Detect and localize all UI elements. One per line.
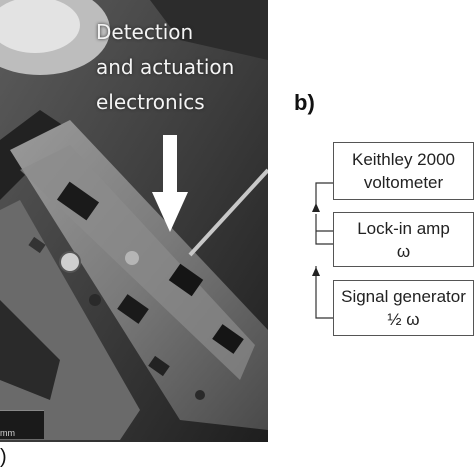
- block-line: Signal generator: [341, 287, 466, 306]
- photo-illustration: [0, 0, 268, 442]
- photo-caption-line: and actuation: [96, 55, 235, 79]
- arrow-up-icon: [312, 267, 320, 276]
- chip-component: [148, 355, 170, 377]
- round-component: [89, 294, 101, 306]
- scale-bar: [0, 410, 44, 439]
- electronics-photo: Detection and actuation electronics mm: [0, 0, 268, 442]
- keithley-voltmeter-block: Keithley 2000 voltometer: [333, 142, 474, 200]
- arrow-up-icon: [312, 203, 320, 212]
- round-component: [125, 251, 139, 265]
- chip-component: [168, 263, 204, 297]
- rail-shadow: [0, 300, 60, 400]
- wire-segment: [315, 274, 333, 319]
- block-line: Keithley 2000: [351, 150, 456, 169]
- chip-component: [56, 181, 100, 221]
- panel-a-label: ): [0, 446, 7, 468]
- block-line: Lock-in amp: [357, 219, 450, 238]
- block-line: voltometer: [363, 173, 444, 192]
- chip-component: [212, 324, 244, 354]
- cylinder-highlight: [0, 0, 80, 53]
- wire-segment: [315, 214, 333, 245]
- chip-component: [28, 236, 46, 254]
- wire-segment: [315, 182, 333, 205]
- panel-b-label: b): [294, 90, 315, 115]
- signal-generator-block: Signal generator ½ ω: [333, 280, 474, 336]
- scale-label: mm: [0, 428, 15, 438]
- photo-caption-line: Detection: [96, 20, 194, 44]
- photo-caption-line: electronics: [96, 90, 205, 114]
- block-line: ω: [396, 242, 411, 261]
- probe-top: [150, 0, 268, 60]
- block-line: ½ ω: [387, 310, 420, 329]
- lock-in-amp-block: Lock-in amp ω: [333, 212, 474, 267]
- round-component: [59, 251, 81, 273]
- arrow-shaft: [163, 135, 177, 195]
- round-component: [195, 390, 205, 400]
- probe-needle: [188, 168, 268, 257]
- chip-component: [117, 294, 149, 324]
- arrow-head: [152, 192, 188, 232]
